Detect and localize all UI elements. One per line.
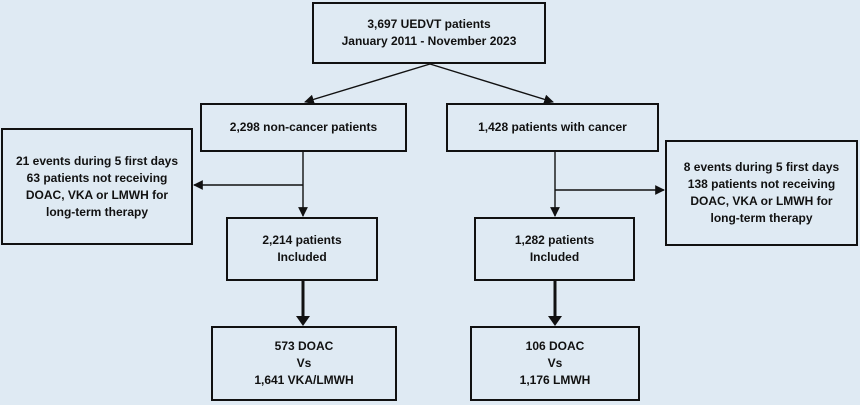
cancer-exclusion-line1: 8 events during 5 first days — [683, 160, 840, 174]
noncancer-exclusion-line2: 63 patients not receiving — [26, 170, 168, 185]
cancer-group-label: 1,428 patients with cancer — [478, 120, 627, 134]
total-patients-line1: 3,697 UEDVT patients — [367, 17, 491, 31]
noncancer-exclusion-line3: DOAC, VKA or LMWH for — [25, 187, 169, 202]
cancer-exclusion-line2: 138 patients not receiving — [687, 177, 836, 191]
arrow-top-to-noncancer — [304, 63, 431, 105]
cancer-exclusion-line4: long-term therapy — [710, 211, 813, 225]
cancer-exclusion-line3: DOAC, VKA or LMWH for — [690, 194, 833, 208]
total-patients-box: 3,697 UEDVT patients January 2011 - Nove… — [312, 2, 546, 64]
cancer-included-box: 1,282 patients Included — [474, 217, 635, 281]
noncancer-included-line2: Included — [277, 250, 327, 264]
cancer-treatment-line2: Vs — [547, 356, 563, 370]
cancer-treatment-line1: 106 DOAC — [525, 339, 585, 353]
noncancer-exclusion-line4: long-term therapy — [45, 204, 148, 219]
noncancer-treatment-box: 573 DOAC Vs 1,641 VKA/LMWH — [211, 326, 397, 401]
noncancer-group-box: 2,298 non-cancer patients — [200, 103, 407, 152]
cancer-treatment-line3: 1,176 LMWH — [519, 373, 591, 387]
noncancer-treatment-line2: Vs — [296, 356, 312, 370]
noncancer-treatment-line3: 1,641 VKA/LMWH — [254, 373, 354, 387]
cancer-treatment-box: 106 DOAC Vs 1,176 LMWH — [470, 326, 640, 401]
noncancer-group-label: 2,298 non-cancer patients — [229, 120, 378, 134]
cancer-exclusion-box: 8 events during 5 first days 138 patient… — [665, 140, 858, 246]
cancer-included-line2: Included — [529, 250, 580, 264]
noncancer-included-line1: 2,214 patients — [262, 233, 342, 247]
cancer-included-line1: 1,282 patients — [514, 233, 595, 247]
cancer-group-box: 1,428 patients with cancer — [446, 103, 659, 152]
noncancer-included-box: 2,214 patients Included — [226, 217, 378, 281]
arrowhead-cancer-treatment — [548, 316, 562, 326]
total-patients-line2: January 2011 - November 2023 — [341, 34, 517, 48]
arrowhead-noncancer-treatment — [296, 316, 310, 326]
noncancer-exclusion-line1: 21 events during 5 first days — [15, 153, 179, 168]
noncancer-treatment-line1: 573 DOAC — [274, 339, 334, 353]
arrow-top-to-cancer — [429, 63, 554, 105]
noncancer-exclusion-box: 21 events during 5 first days 63 patient… — [1, 128, 193, 245]
